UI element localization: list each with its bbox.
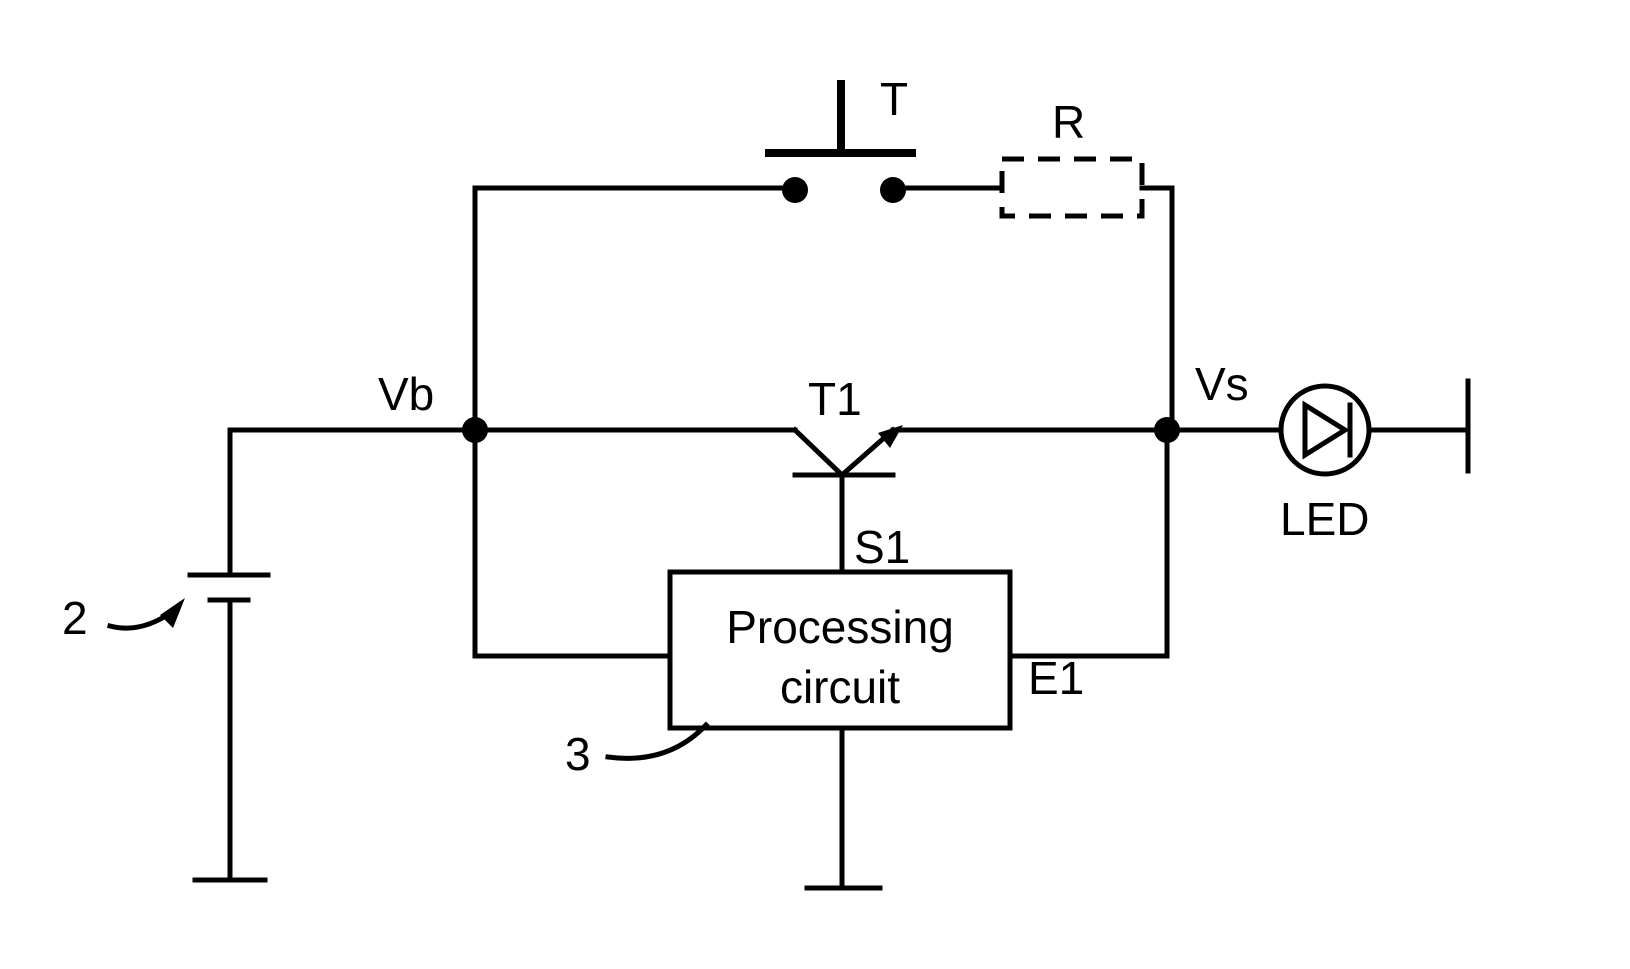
input-signal-label: E1 — [1028, 652, 1084, 704]
battery-leader-arrowhead — [160, 598, 185, 628]
led-circle — [1281, 386, 1369, 474]
transistor-collector — [795, 430, 842, 475]
processing-circuit-line1: Processing — [726, 601, 954, 653]
vs-rail-lower — [1010, 430, 1167, 656]
transistor-label: T1 — [808, 373, 862, 425]
resistor-dashed — [1002, 159, 1142, 216]
processing-circuit-line2: circuit — [780, 661, 900, 713]
junction-vb — [462, 417, 488, 443]
battery-top-wire — [230, 430, 472, 572]
vb-rail-lower — [475, 430, 670, 656]
led-label: LED — [1280, 493, 1369, 545]
push-button-label: T — [880, 73, 908, 125]
node-vb-label: Vb — [378, 368, 434, 420]
output-signal-label: S1 — [854, 521, 910, 573]
battery — [190, 430, 472, 880]
top-wire-right — [1142, 188, 1172, 430]
battery-ref-label: 2 — [62, 592, 88, 644]
resistor-label: R — [1052, 96, 1085, 148]
node-vs-label: Vs — [1195, 358, 1249, 410]
led — [1281, 386, 1369, 474]
circuit-ref-label: 3 — [565, 728, 591, 780]
led-triangle — [1305, 405, 1345, 455]
push-button-contact-left — [782, 177, 808, 203]
